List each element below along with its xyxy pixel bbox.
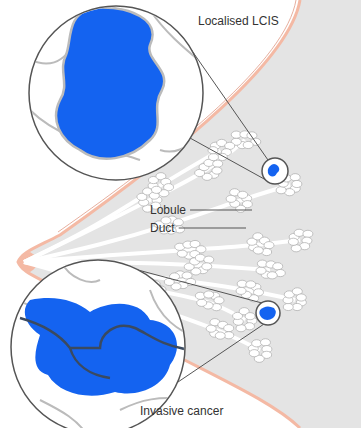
lobule-sac	[288, 238, 298, 245]
lobule-sac	[303, 230, 313, 237]
magnified-spot	[262, 158, 288, 184]
lobule-sac	[177, 250, 187, 257]
lobule-sac	[283, 303, 293, 310]
lobule-sac	[292, 303, 302, 310]
lobule-sac	[260, 339, 270, 346]
part-label: Duct	[150, 221, 175, 235]
lobule-sac	[204, 256, 214, 263]
lobule-sac	[151, 186, 161, 193]
magnified-spot	[256, 301, 280, 325]
lobule-sac	[208, 153, 218, 160]
breast-tissue	[18, 0, 361, 428]
lobule-sac	[273, 263, 283, 270]
lobule-sac	[296, 294, 306, 301]
invasive-detail	[10, 260, 190, 428]
part-label: Lobule	[150, 203, 186, 217]
lobule-sac	[294, 229, 304, 236]
lobule-sac	[224, 325, 234, 332]
lobule-sac	[246, 281, 256, 288]
skin-outline	[18, 0, 300, 428]
cancer-spot	[259, 306, 275, 320]
lobule-sac	[236, 287, 246, 294]
lobule-sac	[202, 263, 212, 270]
magnifier-ring	[11, 260, 185, 428]
lobule-sac	[249, 350, 259, 357]
lobule-sac	[264, 242, 274, 249]
lobule-sac	[238, 191, 248, 198]
lcis-spot	[268, 164, 280, 177]
part-label: Localised LCIS	[198, 14, 279, 28]
lobule-sac	[214, 297, 224, 304]
duct	[24, 240, 300, 262]
lobule-sac	[173, 219, 183, 226]
magnifier-line	[178, 324, 264, 382]
lobule-sac	[291, 245, 301, 252]
part-label: Invasive cancer	[140, 404, 223, 418]
lobule-sac	[197, 299, 207, 306]
lobule-sac	[215, 332, 225, 339]
magnifier-line	[190, 138, 266, 180]
leader-line	[190, 210, 252, 211]
lobule-sac	[292, 180, 302, 187]
lobule-sac	[226, 195, 236, 202]
magnifier-ring	[29, 6, 203, 180]
lobule-sac	[236, 325, 246, 332]
lobule-sac	[276, 187, 286, 194]
lobule-sac	[267, 272, 277, 279]
lobule-sac	[243, 141, 253, 148]
lobule-sac	[212, 167, 222, 174]
lcis-detail	[30, 8, 210, 160]
lobule-sac	[213, 160, 223, 167]
lobule-sac	[204, 291, 214, 298]
lobule-sac	[245, 313, 255, 320]
lobule-sac	[252, 340, 262, 347]
lobule-sac	[256, 267, 266, 274]
lobule-sac	[253, 247, 263, 254]
leader-line	[179, 228, 246, 229]
magnified-view	[29, 6, 203, 180]
lobule-sac	[290, 174, 300, 181]
magnified-view	[11, 260, 185, 428]
